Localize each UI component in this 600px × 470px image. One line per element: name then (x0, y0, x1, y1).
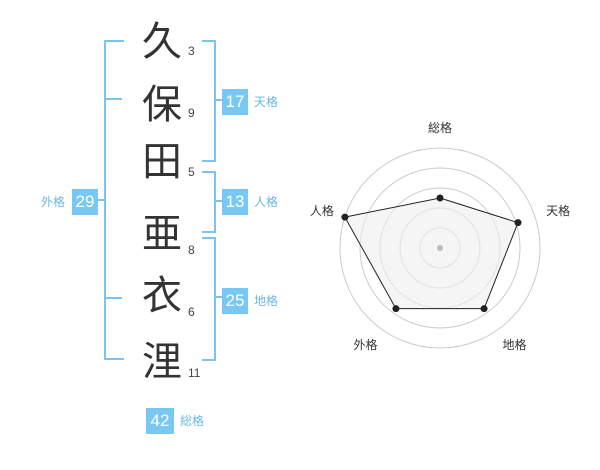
tenkaku-bracket-tick (214, 99, 222, 101)
jinkaku-bracket-tick (214, 200, 222, 202)
name-char-3: 田 (142, 139, 182, 185)
radar-point-5 (341, 213, 349, 221)
radar-ring (419, 227, 461, 269)
chikaku-value: 25 (222, 288, 248, 314)
name-char-1: 久 (142, 19, 182, 65)
chikaku-bracket (202, 237, 216, 361)
stroke-count-5: 6 (188, 305, 195, 319)
radar-point-3 (480, 305, 488, 313)
name-char-2: 保 (142, 82, 182, 128)
tenkaku-value: 17 (222, 89, 248, 115)
radar-center-dot (437, 245, 443, 251)
jinkaku-bracket (202, 171, 216, 233)
stroke-count-4: 8 (188, 243, 195, 257)
radar-point-1 (436, 194, 444, 202)
chikaku-bracket-tick (214, 296, 222, 298)
radar-point-4 (392, 305, 400, 313)
radar-ring (359, 167, 521, 329)
radar-axis-label-3: 地格 (503, 337, 527, 352)
jinkaku-value: 13 (222, 189, 248, 215)
name-char-4: 亜 (142, 211, 182, 257)
stroke-count-2: 9 (188, 106, 195, 120)
radar-axis-label-1: 総格 (428, 120, 452, 135)
stroke-count-1: 3 (188, 44, 195, 58)
radar-ring (399, 207, 481, 289)
stroke-count-3: 5 (188, 165, 195, 179)
gaikaku-label: 外格 (41, 195, 66, 209)
tenkaku-bracket (202, 40, 216, 162)
gaikaku-inner-tick-2 (104, 297, 122, 299)
tenkaku-label: 天格 (254, 95, 279, 109)
stroke-count-6: 11 (188, 366, 201, 380)
soukaku-value: 42 (146, 408, 174, 434)
soukaku-label: 総格 (180, 414, 205, 428)
radar-ring (339, 147, 541, 349)
gaikaku-value: 29 (72, 189, 98, 215)
radar-axis-label-5: 人格 (310, 203, 334, 218)
gaikaku-inner-tick-1 (104, 98, 122, 100)
radar-ring (379, 187, 501, 309)
name-char-6: 浬 (142, 339, 182, 385)
radar-point-2 (514, 219, 522, 227)
chikaku-label: 地格 (254, 294, 279, 308)
name-char-5: 衣 (142, 273, 182, 319)
jinkaku-label: 人格 (254, 195, 279, 209)
gaikaku-bracket (104, 40, 124, 360)
radar-axis-label-4: 外格 (353, 337, 377, 352)
gaikaku-bracket-tick (96, 199, 106, 201)
radar-axis-label-2: 天格 (546, 203, 570, 218)
radar-polygon (344, 197, 519, 310)
